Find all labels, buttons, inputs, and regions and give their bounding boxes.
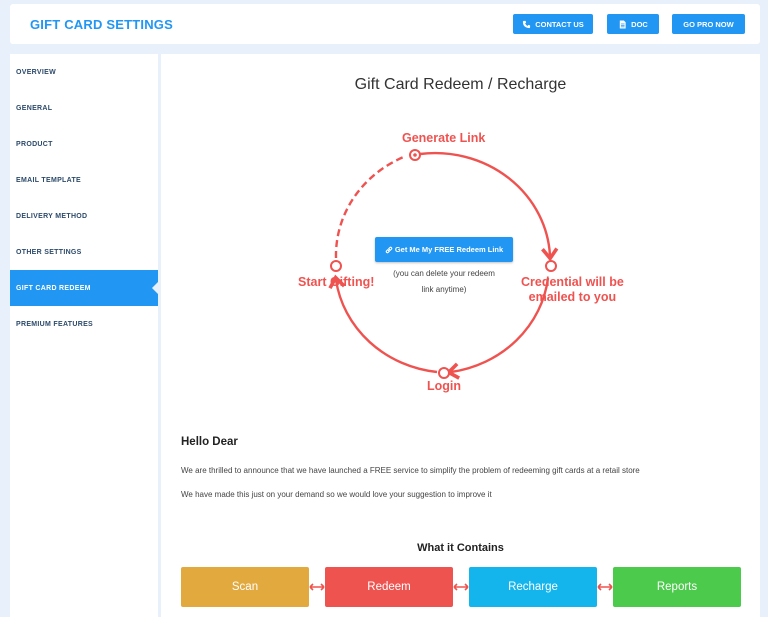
flow-label-login: Login <box>427 379 462 393</box>
double-arrow-icon <box>597 583 613 591</box>
double-arrow-icon <box>453 583 469 591</box>
contains-heading: What it Contains <box>417 542 504 554</box>
doc-button[interactable]: DOC <box>607 14 659 34</box>
contact-us-button[interactable]: CONTACT US <box>513 14 593 34</box>
link-icon <box>385 246 393 253</box>
sidebar-item-product[interactable]: PRODUCT <box>16 140 53 148</box>
flow-arrow-bottom-left <box>328 274 438 374</box>
flow-label-generate: Generate Link <box>402 131 486 145</box>
feedback-text: We have made this just on your demand so… <box>181 490 492 499</box>
get-redeem-link-button[interactable]: Get Me My FREE Redeem Link <box>375 237 513 262</box>
node-start-icon <box>330 260 342 272</box>
sidebar-item-delivery-method[interactable]: DELIVERY METHOD <box>16 212 88 220</box>
phone-icon <box>523 20 531 28</box>
flow-label-start: Start Gifting! <box>298 275 375 289</box>
flow-label-credential: Credential will be emailed to you <box>521 275 624 304</box>
sidebar-item-email-template[interactable]: EMAIL TEMPLATE <box>16 176 81 184</box>
section-title: Gift Card Redeem / Recharge <box>354 76 567 93</box>
sidebar: OVERVIEW GENERAL PRODUCT EMAIL TEMPLATE … <box>10 54 158 617</box>
document-icon <box>619 19 626 29</box>
announcement-text: We are thrilled to announce that we have… <box>181 466 640 475</box>
flow-arrow-bottom-right <box>445 277 550 380</box>
go-pro-label: GO PRO NOW <box>683 19 734 29</box>
contact-us-label: CONTACT US <box>535 19 584 29</box>
flow-arrow-top-left-dashed <box>334 154 407 259</box>
sidebar-item-other-settings[interactable]: OTHER SETTINGS <box>16 248 82 256</box>
page-title: GIFT CARD SETTINGS <box>30 17 173 32</box>
top-header: GIFT CARD SETTINGS CONTACT US DOC GO PRO… <box>10 4 760 44</box>
double-arrow-icon <box>309 583 325 591</box>
sidebar-item-overview[interactable]: OVERVIEW <box>16 68 57 76</box>
node-credential-icon <box>545 260 557 272</box>
feature-reports: Reports <box>613 567 741 607</box>
main-content: Gift Card Redeem / Recharge Generate Lin… <box>161 54 760 617</box>
sidebar-item-gift-card-redeem[interactable]: GIFT CARD REDEEM <box>10 270 158 306</box>
node-login-icon <box>438 367 450 379</box>
flow-arrow-top-right <box>419 151 559 262</box>
sidebar-item-premium-features[interactable]: PREMIUM FEATURES <box>16 320 94 328</box>
doc-label: DOC <box>631 19 648 29</box>
feature-scan: Scan <box>181 567 309 607</box>
flow-diagram <box>328 149 559 380</box>
go-pro-button[interactable]: GO PRO NOW <box>672 14 745 34</box>
sidebar-item-general[interactable]: GENERAL <box>16 104 53 112</box>
redeem-note: (you can delete your redeem link anytime… <box>393 269 495 294</box>
get-redeem-link-label: Get Me My FREE Redeem Link <box>394 245 504 254</box>
feature-recharge: Recharge <box>469 567 597 607</box>
greeting-heading: Hello Dear <box>181 436 238 448</box>
feature-redeem: Redeem <box>325 567 453 607</box>
